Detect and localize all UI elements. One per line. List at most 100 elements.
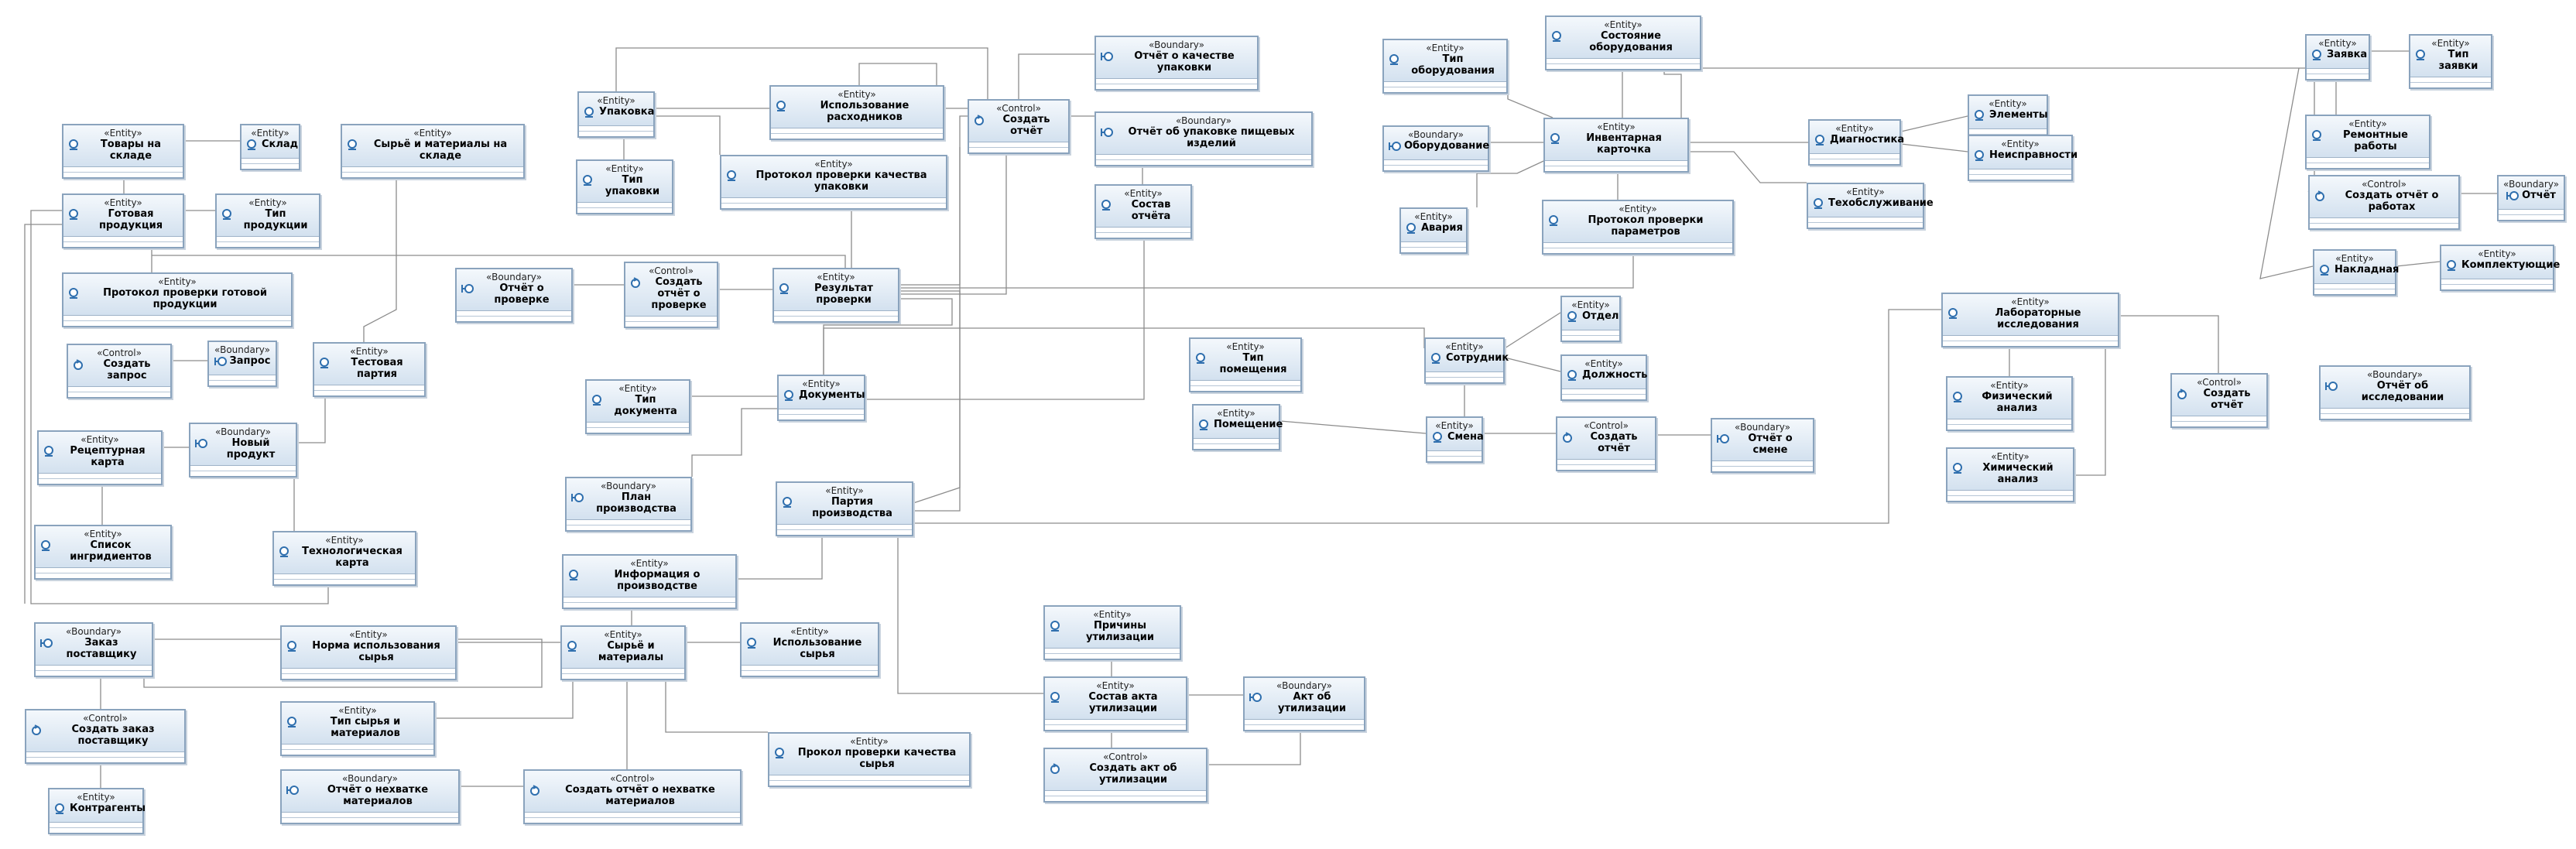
uml-class-create-shortage-report[interactable]: «Control»Создать отчёт о нехватке матери… [523, 769, 742, 824]
uml-class-create-request[interactable]: «Control»Создать запрос [67, 344, 172, 399]
stereotype-label: «Entity» [1846, 187, 1885, 197]
uml-class-raw-materials[interactable]: «Entity»Сырьё и материалы [560, 625, 686, 680]
operations-compartment [2499, 215, 2564, 220]
uml-class-phys-analysis[interactable]: «Entity»Физический анализ [1946, 376, 2073, 431]
uml-class-recipe-card[interactable]: «Entity»Рецептурная карта [37, 430, 163, 485]
uml-class-app-type[interactable]: «Entity»Тип заявки [2409, 34, 2492, 89]
class-header: «Entity»Технологическая карта [274, 532, 415, 574]
uml-class-repairs[interactable]: «Entity»Ремонтные работы [2305, 115, 2430, 169]
uml-class-warehouse[interactable]: «Entity»Склад [240, 124, 300, 170]
uml-class-test-batch[interactable]: «Entity»Тестовая партия [313, 342, 426, 397]
operations-compartment [39, 479, 161, 484]
uml-class-create-report2[interactable]: «Control»Создать отчёт [1556, 416, 1656, 471]
entity-icon [279, 546, 289, 557]
class-header: «Entity»Контрагенты [50, 789, 146, 823]
class-name: Должность [1567, 369, 1647, 381]
uml-class-check-result[interactable]: «Entity»Результат проверки [772, 268, 899, 323]
uml-class-documents[interactable]: «Entity»Документы [777, 375, 865, 421]
uml-class-invoice[interactable]: «Entity»Накладная [2313, 249, 2399, 296]
uml-class-request[interactable]: «Boundary»Запрос [207, 341, 277, 387]
uml-class-position[interactable]: «Entity»Должность [1560, 354, 1647, 401]
uml-class-raw-usage[interactable]: «Entity»Использование сырья [740, 622, 879, 677]
uml-class-prod-batch[interactable]: «Entity»Партия производства [776, 481, 913, 536]
uml-class-room[interactable]: «Entity»Помещение [1192, 404, 1283, 450]
stereotype-label: «Entity» [597, 95, 635, 106]
uml-class-components[interactable]: «Entity»Комплектующие [2440, 245, 2560, 291]
uml-class-disposal-act[interactable]: «Boundary»Акт об утилизации [1243, 676, 1365, 731]
uml-class-shortage-report[interactable]: «Boundary»Отчёт о нехватке материалов [280, 769, 460, 824]
class-name: Отчёт о проверке [461, 282, 567, 306]
uml-class-shift-report[interactable]: «Boundary»Отчёт о смене [1711, 418, 1814, 473]
uml-class-norm-raw[interactable]: «Entity»Норма использования сырья [280, 625, 457, 680]
uml-class-employee[interactable]: «Entity»Сотрудник [1424, 337, 1509, 384]
uml-class-equip-type[interactable]: «Entity»Тип оборудования [1382, 39, 1508, 94]
uml-class-create-check-report[interactable]: «Control»Создать отчёт о проверке [624, 262, 718, 328]
attributes-compartment [1194, 439, 1279, 444]
uml-class-consumables[interactable]: «Entity»Использование расходников [769, 85, 944, 140]
class-name-text: Отчёт о качестве упаковки [1134, 50, 1235, 74]
uml-class-pack-protocol[interactable]: «Entity»Протокол проверки качества упако… [720, 155, 947, 210]
uml-class-param-protocol[interactable]: «Entity»Протокол проверки параметров [1542, 200, 1734, 255]
class-name: Новый продукт [195, 437, 291, 460]
uml-class-accident[interactable]: «Entity»Авария [1399, 207, 1468, 254]
uml-class-research-report[interactable]: «Boundary»Отчёт об исследовании [2319, 365, 2471, 420]
uml-class-create-report1[interactable]: «Control»Создать отчёт [968, 99, 1070, 154]
uml-class-create-work-report[interactable]: «Control»Создать отчёт о работах [2308, 175, 2460, 230]
uml-class-pack-quality-report[interactable]: «Boundary»Отчёт о качестве упаковки [1094, 36, 1259, 91]
stereotype-label: «Boundary» [1407, 129, 1464, 140]
uml-class-finished[interactable]: «Entity»Готовая продукция [62, 193, 184, 248]
uml-class-tech-card[interactable]: «Entity»Технологическая карта [272, 531, 416, 586]
uml-class-food-pack-report[interactable]: «Boundary»Отчёт об упаковке пищевых изде… [1094, 111, 1313, 166]
class-header: «Entity»Лабораторные исследования [1943, 294, 2118, 336]
class-name-text: Сырьё и материалы на складе [373, 139, 508, 162]
uml-class-shift[interactable]: «Entity»Смена [1426, 416, 1484, 463]
uml-class-doc-type[interactable]: «Entity»Тип документа [585, 379, 690, 434]
uml-class-lab-research[interactable]: «Entity»Лабораторные исследования [1941, 293, 2119, 347]
attributes-compartment [564, 597, 735, 603]
uml-class-disposal-content[interactable]: «Entity»Состав акта утилизации [1043, 676, 1187, 731]
operations-compartment [2321, 414, 2469, 419]
uml-class-new-product[interactable]: «Boundary»Новый продукт [189, 423, 297, 478]
uml-class-room-type[interactable]: «Entity»Тип помещения [1189, 337, 1302, 392]
uml-class-raw-type[interactable]: «Entity»Тип сырья и материалов [280, 701, 435, 756]
uml-class-finished-protocol[interactable]: «Entity»Протокол проверки готовой продук… [62, 272, 293, 327]
uml-class-elements[interactable]: «Entity»Элементы [1968, 94, 2048, 141]
association-line [1279, 420, 1427, 434]
entity-icon [1195, 353, 1206, 364]
uml-class-prod-info[interactable]: «Entity»Информация о производстве [562, 554, 737, 609]
uml-class-application[interactable]: «Entity»Заявка [2305, 34, 2370, 80]
uml-class-raw-quality-protocol[interactable]: «Entity»Прокол проверки качества сырья [768, 732, 971, 787]
uml-class-goods-stock[interactable]: «Entity»Товары на складе [62, 124, 184, 179]
uml-class-create-supplier-order[interactable]: «Control»Создать заказ поставщику [25, 709, 186, 764]
attributes-compartment [36, 568, 170, 573]
uml-class-maintenance[interactable]: «Entity»Техобслуживание [1807, 183, 1934, 229]
uml-class-diagnostics[interactable]: «Entity»Диагностика [1808, 119, 1904, 166]
class-header: «Entity»Протокол проверки готовой продук… [63, 274, 291, 316]
uml-class-equipment[interactable]: «Boundary»Оборудование [1382, 125, 1489, 172]
uml-class-ingredients[interactable]: «Entity»Список ингридиентов [34, 525, 172, 580]
uml-class-report-content[interactable]: «Entity»Состав отчёта [1094, 184, 1192, 239]
uml-class-prod-plan[interactable]: «Boundary»План производства [565, 477, 692, 532]
uml-class-create-report3[interactable]: «Control»Создать отчёт [2170, 373, 2268, 428]
uml-class-create-disposal-act[interactable]: «Control»Создать акт об утилизации [1043, 748, 1208, 803]
uml-class-raw-stock[interactable]: «Entity»Сырьё и материалы на складе [341, 124, 525, 179]
class-name: Неисправности [1974, 149, 2078, 161]
uml-class-check-report[interactable]: «Boundary»Отчёт о проверке [455, 268, 573, 323]
uml-class-counterparties[interactable]: «Entity»Контрагенты [48, 788, 146, 834]
uml-class-equip-state[interactable]: «Entity»Состояние оборудования [1545, 15, 1701, 70]
uml-class-product-type[interactable]: «Entity»Тип продукции [215, 193, 320, 248]
uml-class-inventory-card[interactable]: «Entity»Инвентарная карточка [1543, 118, 1689, 173]
class-name-text: Отчёт о нехватке материалов [327, 784, 429, 807]
uml-class-department[interactable]: «Entity»Отдел [1560, 296, 1621, 342]
uml-class-report-b[interactable]: «Boundary»Отчёт [2497, 175, 2565, 221]
class-name-text: Протокол проверки готовой продукции [103, 287, 267, 310]
class-name-text: Причины утилизации [1086, 620, 1154, 643]
uml-class-supplier-order[interactable]: «Boundary»Заказ поставщику [34, 622, 153, 677]
uml-class-pack-type[interactable]: «Entity»Тип упаковки [576, 159, 673, 214]
uml-class-disposal-reasons[interactable]: «Entity»Причины утилизации [1043, 605, 1181, 660]
uml-class-faults[interactable]: «Entity»Неисправности [1968, 135, 2078, 181]
uml-class-chem-analysis[interactable]: «Entity»Химический анализ [1946, 447, 2074, 502]
association-line [823, 327, 1425, 375]
attributes-compartment [1426, 372, 1503, 378]
uml-class-packaging[interactable]: «Entity»Упаковка [577, 91, 655, 138]
